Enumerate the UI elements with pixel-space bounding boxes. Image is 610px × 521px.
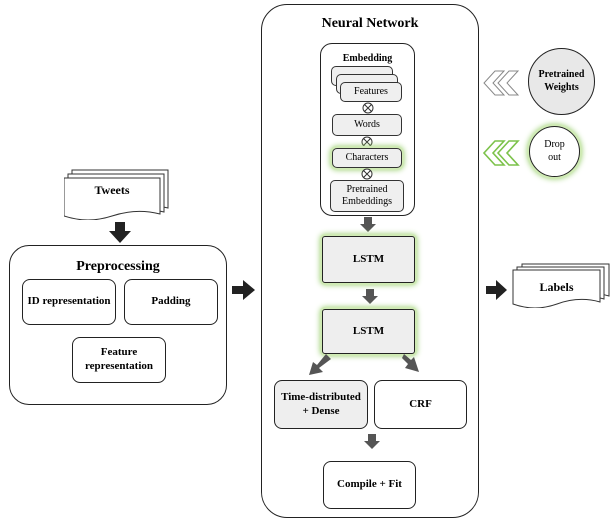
- compile-fit-label: Compile + Fit: [337, 478, 402, 491]
- crf-box: CRF: [374, 380, 467, 429]
- time-distributed-label-1: Time-distributed: [281, 390, 361, 403]
- arrow-down-icon: [360, 217, 376, 232]
- tweets-label: Tweets: [94, 183, 130, 197]
- concat-circle-x-icon: [361, 136, 373, 148]
- concat-circle-x-icon: [361, 168, 373, 180]
- double-chevron-left-icon: [483, 140, 520, 166]
- labels-label: Labels: [539, 280, 574, 294]
- words-box: Words: [332, 114, 402, 136]
- features-box: Features: [340, 82, 402, 102]
- feature-representation-label-1: Feature: [100, 346, 138, 359]
- feature-representation-label-2: representation: [84, 360, 154, 372]
- embedding-title: Embedding: [342, 53, 393, 64]
- arrow-down-icon: [109, 222, 131, 243]
- pretrained-embeddings-label-1: Pretrained: [346, 184, 388, 195]
- lstm-1-label: LSTM: [352, 252, 385, 265]
- id-representation-box: ID representation: [22, 279, 116, 325]
- arrow-down-icon: [362, 289, 378, 304]
- padding-box: Padding: [124, 279, 218, 325]
- characters-label: Characters: [345, 152, 389, 163]
- crf-label: CRF: [409, 397, 432, 410]
- pretrained-embeddings-box: Pretrained Embeddings: [330, 180, 404, 212]
- pretrained-weights-circle: Pretrained Weights: [528, 48, 595, 115]
- words-label: Words: [354, 119, 380, 130]
- labels-document-stack-icon: [512, 263, 610, 308]
- id-representation-label: ID representation: [27, 295, 111, 308]
- neural-network-title: Neural Network: [321, 16, 419, 31]
- preprocessing-title: Preprocessing: [76, 259, 160, 274]
- pretrained-weights-label-1: Pretrained: [538, 69, 585, 80]
- pretrained-weights-label-2: Weights: [544, 81, 579, 93]
- padding-label: Padding: [151, 295, 191, 308]
- double-chevron-left-icon: [483, 70, 520, 96]
- dropout-label-1: Drop: [544, 139, 565, 150]
- time-distributed-label-2: + Dense: [302, 404, 340, 417]
- concat-circle-x-icon: [362, 102, 374, 114]
- tweets-document-stack-icon: [64, 169, 169, 220]
- pretrained-embeddings-label-2: Embeddings: [342, 196, 392, 207]
- arrow-right-icon: [232, 280, 255, 300]
- dropout-label-2: out: [548, 151, 561, 163]
- lstm-2-label: LSTM: [352, 324, 385, 337]
- characters-box: Characters: [332, 148, 402, 168]
- dropout-circle: Drop out: [529, 126, 580, 177]
- time-distributed-dense-box: Time-distributed + Dense: [274, 380, 368, 429]
- feature-representation-box: Feature representation: [72, 337, 166, 383]
- lstm-2-box: LSTM: [322, 309, 415, 354]
- arrow-down-right-icon: [402, 354, 419, 372]
- arrow-right-icon: [486, 280, 507, 300]
- arrow-down-left-icon: [309, 354, 331, 375]
- compile-fit-box: Compile + Fit: [323, 461, 416, 509]
- features-label: Features: [354, 86, 388, 97]
- arrow-down-icon: [364, 434, 380, 449]
- lstm-1-box: LSTM: [322, 236, 415, 283]
